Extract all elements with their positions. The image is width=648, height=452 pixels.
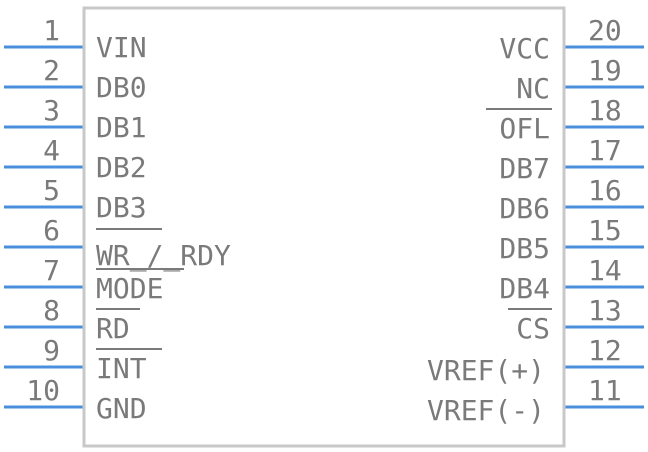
pin-number: 20: [588, 14, 622, 47]
pin-number: 12: [588, 334, 622, 367]
pin-name-mode: MODE: [96, 272, 163, 305]
pin-name-db2: DB2: [96, 151, 147, 184]
pin-number: 6: [43, 214, 60, 247]
pin-number: 14: [588, 254, 622, 287]
pin-name-vin: VIN: [96, 31, 147, 64]
pin-number: 10: [26, 374, 60, 407]
pin-number: 11: [588, 374, 622, 407]
pin-name-int: INT: [96, 352, 147, 385]
pin-number: 7: [43, 254, 60, 287]
pin-number: 4: [43, 134, 60, 167]
pin-name-db0: DB0: [96, 71, 147, 104]
pin-number: 1: [43, 14, 60, 47]
pin-number: 3: [43, 94, 60, 127]
pin-number: 15: [588, 214, 622, 247]
pin-number: 9: [43, 334, 60, 367]
ic-body: [82, 6, 566, 448]
pin-name-nc: NC: [516, 72, 550, 105]
pin-number: 2: [43, 54, 60, 87]
pin-number: 8: [43, 294, 60, 327]
overbars: [96, 108, 552, 350]
pin-number: 18: [588, 94, 622, 127]
pin-number: 13: [588, 294, 622, 327]
pin-name-db5: DB5: [499, 232, 550, 265]
right-pin-numbers: 20 19 18 17 16 15 14 13 12 11: [588, 14, 622, 407]
pin-name-db7: DB7: [499, 152, 550, 185]
pin-name-wr-rdy: WR_/_RDY: [96, 239, 231, 273]
pin-number: 17: [588, 134, 622, 167]
left-pin-names: VIN DB0 DB1 DB2 DB3 WR_/_RDY MODE RD INT…: [96, 31, 231, 425]
pin-name-db1: DB1: [96, 111, 147, 144]
pin-name-db6: DB6: [499, 192, 550, 225]
pin-name-ofl: OFL: [499, 112, 550, 145]
pin-name-cs: CS: [516, 312, 550, 345]
pin-number: 19: [588, 54, 622, 87]
right-pin-lines: [564, 45, 644, 409]
left-pin-lines: [4, 45, 84, 409]
pin-name-db3: DB3: [96, 191, 147, 224]
pin-number: 16: [588, 174, 622, 207]
pin-name-vref-pos: VREF(+): [427, 354, 545, 387]
pin-number: 5: [43, 174, 60, 207]
left-pin-numbers: 1 2 3 4 5 6 7 8 9 10: [26, 14, 60, 407]
right-pin-names: VCC NC OFL DB7 DB6 DB5 DB4 CS VREF(+) VR…: [427, 32, 550, 427]
pin-name-rd: RD: [96, 312, 130, 345]
pin-name-db4: DB4: [499, 272, 550, 305]
pin-name-vref-neg: VREF(-): [427, 394, 545, 427]
pin-name-gnd: GND: [96, 392, 147, 425]
pin-name-vcc: VCC: [499, 32, 550, 65]
